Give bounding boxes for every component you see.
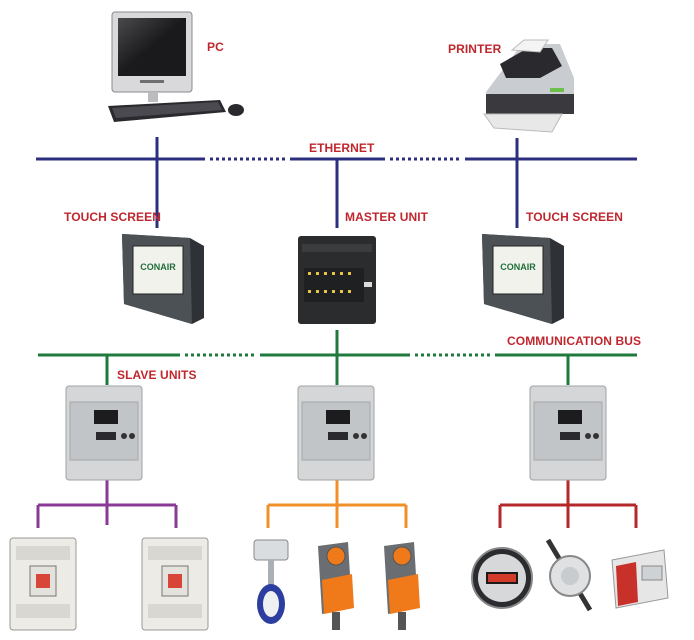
slave-group-purple-lines [36, 480, 178, 528]
touch-screen-right-label: TOUCH SCREEN [526, 210, 623, 224]
pc-icon [108, 11, 244, 122]
communication-bus-label: COMMUNICATION BUS [507, 334, 642, 348]
screen-logo-right: CONAIR [500, 262, 536, 272]
touch-screen-right-icon [482, 234, 564, 324]
communication-bus-line [38, 330, 637, 385]
screen-logo-left: CONAIR [140, 262, 176, 272]
master-unit-label: MASTER UNIT [345, 210, 429, 224]
contactor-left-icon [9, 537, 77, 631]
printer-icon [483, 39, 574, 133]
printer-label: PRINTER [448, 42, 502, 56]
damper-actuator-right-icon [384, 542, 420, 630]
damper-actuator-left-icon [318, 542, 354, 630]
ethernet-label: ETHERNET [309, 141, 375, 155]
temperature-sensor-icon [545, 538, 593, 612]
slave-units-label: SLAVE UNITS [117, 368, 197, 382]
differential-pressure-switch-icon [611, 549, 669, 609]
master-unit-icon [298, 236, 376, 324]
contactor-right-icon [141, 537, 209, 631]
slave-unit-right-icon [529, 385, 607, 481]
slave-group-red-lines [498, 480, 638, 528]
pc-label: PC [207, 40, 224, 54]
slave-unit-center-icon [297, 385, 375, 481]
slave-group-orange-lines [266, 480, 408, 528]
touch-screen-left-icon [122, 234, 204, 324]
touch-screen-left-label: TOUCH SCREEN [64, 210, 161, 224]
butterfly-valve-icon [253, 539, 289, 624]
ethernet-line [36, 137, 637, 228]
pressure-meter-icon [471, 547, 533, 609]
slave-unit-left-icon [65, 385, 143, 481]
